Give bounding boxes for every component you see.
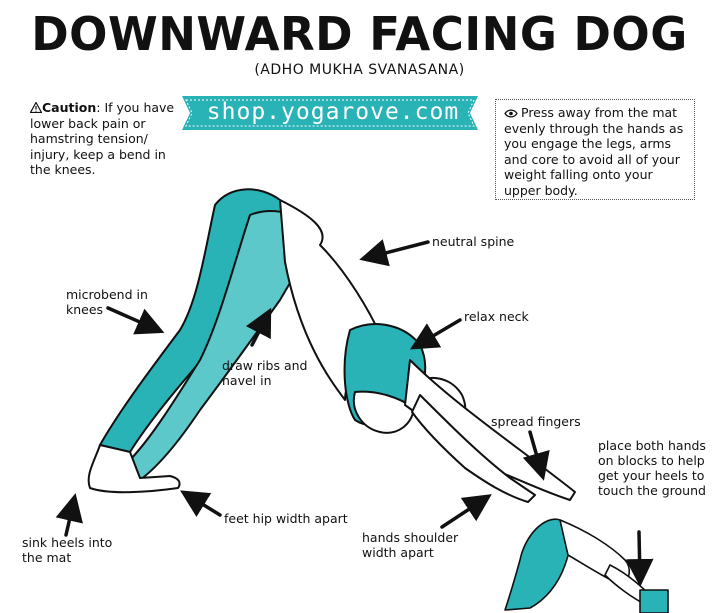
label-blocks: place both hands on blocks to help get y… <box>598 438 706 498</box>
block-pose-figure <box>504 518 669 613</box>
arrow-draw-ribs <box>245 307 272 347</box>
label-relax-neck: relax neck <box>464 309 529 324</box>
main-pose-figure <box>87 188 576 503</box>
page-title: DOWNWARD FACING DOG <box>31 7 688 61</box>
label-hands-shoulder: hands shoulder width apart <box>362 530 459 560</box>
label-sink-heels: sink heels into the mat <box>22 535 113 565</box>
tip-box: Press away from the mat evenly through t… <box>495 99 695 200</box>
label-neutral-spine: neutral spine <box>432 234 515 249</box>
arrow-relax-neck <box>409 318 462 350</box>
warning-triangle-icon <box>29 101 43 114</box>
caution-label: Caution <box>42 100 97 115</box>
arrow-spread-fingers <box>522 430 550 481</box>
arrow-feet <box>180 490 222 517</box>
arrow-blocks <box>625 530 654 587</box>
label-feet: feet hip width apart <box>224 511 348 526</box>
banner-ribbon <box>182 96 478 130</box>
pointer-arrows <box>55 239 654 587</box>
arrow-sink-heels <box>55 493 83 537</box>
page-subtitle: (ADHO MUKHA SVANASANA) <box>254 62 465 78</box>
caution-note: Caution: If you have lower back pain or … <box>29 100 175 178</box>
tip-text: Press away from the mat evenly through t… <box>504 105 684 198</box>
arrow-neutral-spine <box>359 239 430 267</box>
caution-text: : If you have lower back pain or hamstri… <box>30 100 175 177</box>
eye-icon <box>504 109 518 118</box>
arrow-hands-shoulder <box>440 494 492 529</box>
label-microbend: microbend in knees <box>66 287 148 317</box>
shop-link[interactable]: shop.yogarove.com <box>206 99 460 125</box>
label-spread-fingers: spread fingers <box>491 414 581 429</box>
arrow-microbend <box>106 306 165 335</box>
label-draw-ribs: draw ribs and navel in <box>222 358 308 388</box>
